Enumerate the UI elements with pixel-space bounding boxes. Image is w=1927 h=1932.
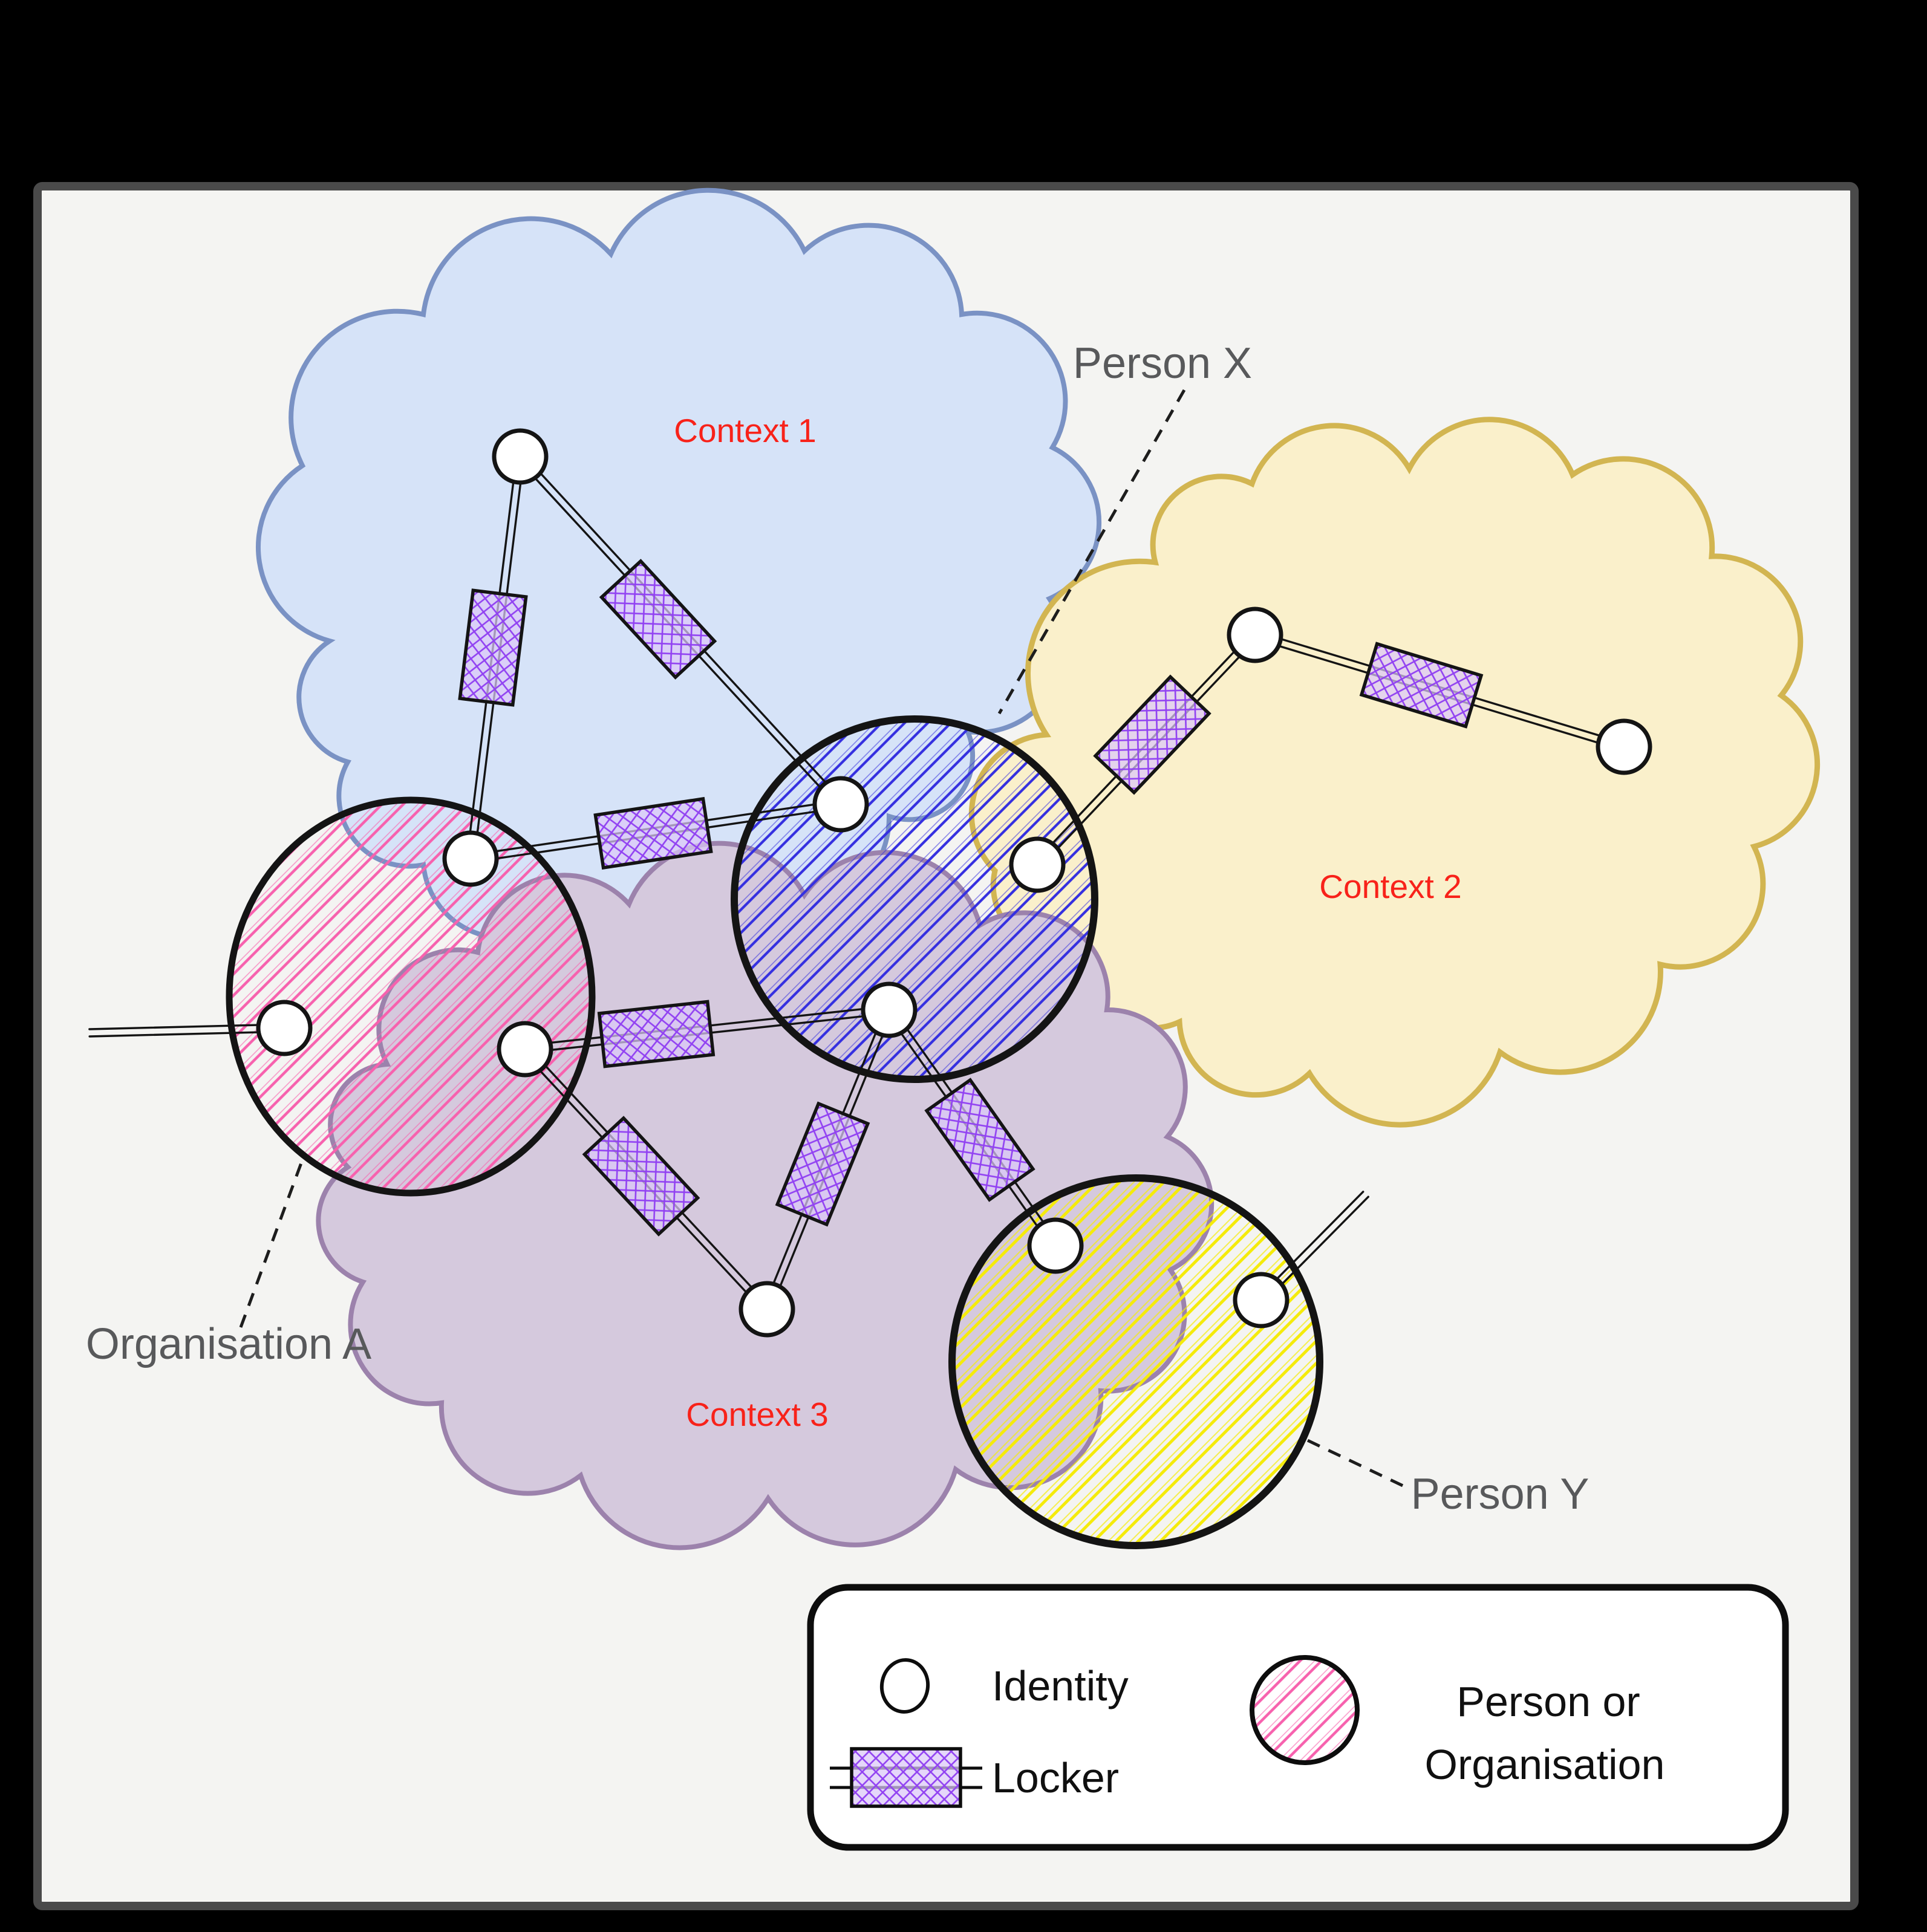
identity-node	[739, 1281, 795, 1338]
leader-lines	[239, 389, 1410, 1491]
person-x-label: Person X	[1073, 339, 1252, 388]
locker-rect	[597, 1000, 716, 1068]
context-1-label: Context 1	[674, 412, 816, 449]
organisation-a-leader-line	[239, 1159, 304, 1328]
person-organisation-circle-icon	[1250, 1655, 1360, 1765]
locker-icon	[582, 1116, 700, 1237]
locker-icon	[1359, 642, 1484, 729]
locker-rect	[593, 796, 713, 870]
identity-node	[1009, 836, 1066, 893]
identity-node	[1596, 718, 1652, 775]
external-connection-line	[88, 1030, 285, 1038]
locker-rect	[1359, 642, 1484, 729]
identity-node	[1233, 1272, 1290, 1329]
identity-node	[492, 428, 549, 485]
legend-person-org-label-line2: Organisation	[1425, 1741, 1665, 1788]
organisation-a-label: Organisation A	[86, 1320, 371, 1368]
context-3-label: Context 3	[686, 1396, 828, 1433]
person-y-leader-line	[1306, 1439, 1410, 1491]
identity-node	[442, 830, 499, 887]
locker-rect	[924, 1078, 1035, 1202]
identity-node	[256, 1000, 313, 1056]
identity-node	[497, 1021, 553, 1078]
person-x-leader-line	[997, 389, 1186, 715]
locker-rect	[599, 559, 717, 680]
context-2-label: Context 2	[1319, 868, 1461, 905]
person-y-label: Person Y	[1411, 1470, 1590, 1518]
lockers	[458, 559, 1484, 1237]
locker-rect	[775, 1101, 870, 1227]
legend: Identity Locker Person or Organisation	[807, 1584, 1789, 1851]
locker-icon	[775, 1101, 870, 1227]
legend-locker-label: Locker	[992, 1754, 1119, 1801]
locker-rect	[582, 1116, 700, 1237]
locker-icon	[1093, 674, 1211, 795]
locker-icon	[597, 1000, 716, 1068]
locker-icon	[458, 588, 528, 707]
locker-rect	[1093, 674, 1211, 795]
external-connection-line	[88, 1023, 285, 1030]
locker-icon	[593, 796, 713, 870]
organisation-a-circle	[226, 796, 596, 1197]
identity-node	[1027, 1217, 1084, 1274]
locker-rect	[458, 588, 528, 707]
locker-icon	[599, 559, 717, 680]
identity-node	[812, 776, 869, 833]
identity-node	[1227, 607, 1283, 663]
identity-nodes	[256, 428, 1652, 1338]
identity-node	[861, 981, 918, 1038]
locker-rect	[850, 1747, 962, 1808]
legend-identity-label: Identity	[992, 1662, 1129, 1709]
identity-circle-icon	[879, 1658, 930, 1714]
legend-person-org-label-line1: Person or	[1456, 1678, 1640, 1725]
locker-icon	[924, 1078, 1035, 1202]
locker-icon	[830, 1747, 982, 1808]
person-y-circle	[948, 1174, 1323, 1549]
